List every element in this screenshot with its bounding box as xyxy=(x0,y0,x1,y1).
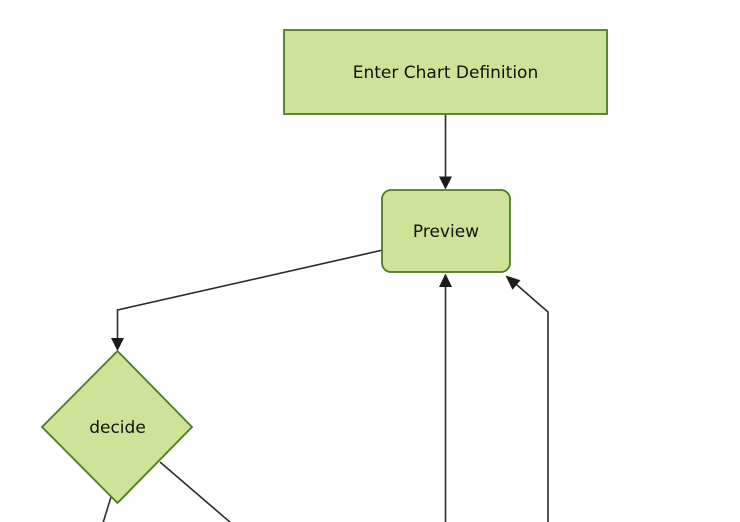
rectangle-shape xyxy=(283,29,608,115)
node-decide: decide xyxy=(40,349,194,505)
edge-decide-to-offscreen-right xyxy=(159,461,232,522)
diamond-shape xyxy=(40,349,194,505)
edge-decide-to-offscreen-left xyxy=(102,496,112,522)
node-label: decide xyxy=(89,418,146,438)
node-label: Preview xyxy=(413,222,479,242)
node-label: Enter Chart Definition xyxy=(353,63,538,83)
node-preview: Preview xyxy=(381,189,511,273)
edge-preview-to-decide xyxy=(111,249,384,351)
arrowhead-icon xyxy=(111,338,124,351)
arrowhead-icon xyxy=(439,273,452,287)
edge-line xyxy=(102,496,112,522)
arrowhead-icon xyxy=(505,275,521,290)
edge-line xyxy=(116,249,384,339)
arrowhead-icon xyxy=(439,176,452,190)
rounded-rectangle-shape xyxy=(381,189,511,273)
edge-offscreen-right-to-preview xyxy=(505,275,549,522)
edge-offscreen-center-to-preview xyxy=(439,273,452,522)
edge-enter-chart-definition-to-preview xyxy=(439,114,452,190)
edge-line xyxy=(512,280,549,522)
node-enter-chart-definition: Enter Chart Definition xyxy=(283,29,608,115)
edge-line xyxy=(159,461,232,522)
